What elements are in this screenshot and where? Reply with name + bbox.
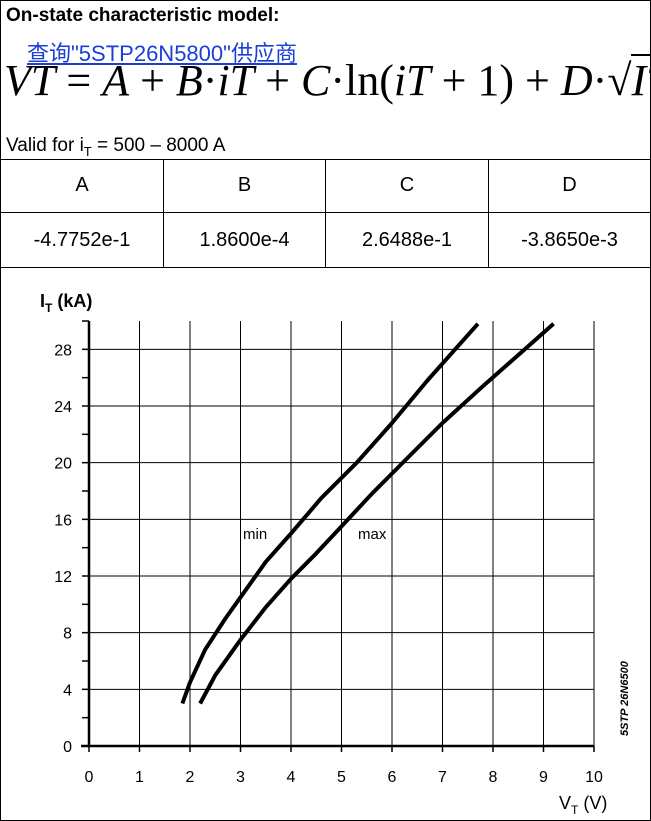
formula-plus-2: +: [254, 56, 301, 105]
series-label-max: max: [358, 526, 387, 543]
x-tick-label: 1: [135, 769, 144, 786]
coef-header-a: A: [75, 174, 89, 196]
formula-a: A: [102, 56, 130, 105]
validity-range: Valid for iT = 500 – 8000 A: [6, 135, 225, 159]
formula-c: C: [300, 56, 331, 105]
series-line-min: [180, 322, 480, 705]
y-axis-label: IT (kA): [40, 291, 92, 315]
coef-header-c: C: [399, 174, 415, 196]
y-tick-label: 28: [54, 342, 72, 359]
series-label-min: min: [243, 526, 267, 543]
table-col-divider: [488, 159, 489, 267]
chart-series: [180, 322, 555, 705]
x-tick-label: 9: [539, 769, 548, 786]
x-tick-label: 3: [236, 769, 245, 786]
chart-grid: [81, 321, 595, 748]
y-tick-label: 16: [54, 512, 72, 529]
formula-dot-2: ·: [330, 56, 345, 105]
x-tick-label: 8: [489, 769, 498, 786]
coef-value-d: -3.8650e-3: [521, 229, 618, 251]
x-tick-label: 6: [388, 769, 397, 786]
y-tick-label: 12: [54, 569, 72, 586]
y-tick-label: 4: [63, 682, 72, 699]
formula-eq: =: [55, 56, 103, 105]
y-tick-label: 20: [54, 456, 72, 473]
section-title: On-state characteristic model:: [6, 5, 280, 26]
validity-prefix: Valid for i: [6, 135, 84, 156]
formula-it-2: iT: [393, 56, 431, 105]
formula-sqrt: √: [607, 56, 632, 105]
formula-d: D: [560, 56, 593, 105]
table-col-divider: [325, 159, 326, 267]
coef-value-a: -4.7752e-1: [33, 229, 131, 251]
part-number-stamp: 5STP 26N6500: [619, 660, 631, 736]
formula-it-1: iT: [217, 56, 255, 105]
x-tick-label: 5: [337, 769, 346, 786]
y-tick-label: 0: [63, 739, 72, 756]
x-tick-label: 0: [85, 769, 94, 786]
coef-value-b: 1.8600e-4: [199, 229, 290, 251]
formula-it-3: IT: [631, 54, 651, 105]
coef-header-b: B: [237, 174, 252, 196]
formula-b: B: [175, 56, 203, 105]
table-col-divider: [163, 159, 164, 267]
y-tick-label: 8: [63, 626, 72, 643]
validity-sub: T: [83, 143, 92, 159]
validity-suffix: = 500 – 8000 A: [91, 135, 226, 156]
x-tick-label: 4: [287, 769, 296, 786]
x-tick-label: 7: [438, 769, 447, 786]
formula-dot-3: ·: [592, 56, 608, 105]
coef-value-c: 2.6488e-1: [361, 229, 453, 251]
supplier-query-link[interactable]: 查询"5STP26N5800"供应商: [27, 41, 297, 66]
formula-plus-1: +: [129, 56, 176, 105]
series-line-max: [198, 322, 555, 705]
coef-header-d: D: [562, 174, 577, 196]
formula-plus-3: + 1) +: [430, 56, 561, 105]
formula-lhs: VT: [4, 56, 56, 105]
formula-dot-1: ·: [202, 56, 218, 105]
x-tick-label: 2: [186, 769, 195, 786]
on-state-formula: VT = A + B·iT + C·ln(iT + 1) + D·√IT: [4, 54, 651, 105]
formula-ln: ln(: [345, 56, 394, 105]
y-tick-label: 24: [54, 399, 72, 416]
x-tick-label: 10: [585, 769, 603, 786]
x-axis-label: VT (V): [559, 793, 607, 817]
table-bottom-rule: [1, 267, 650, 268]
